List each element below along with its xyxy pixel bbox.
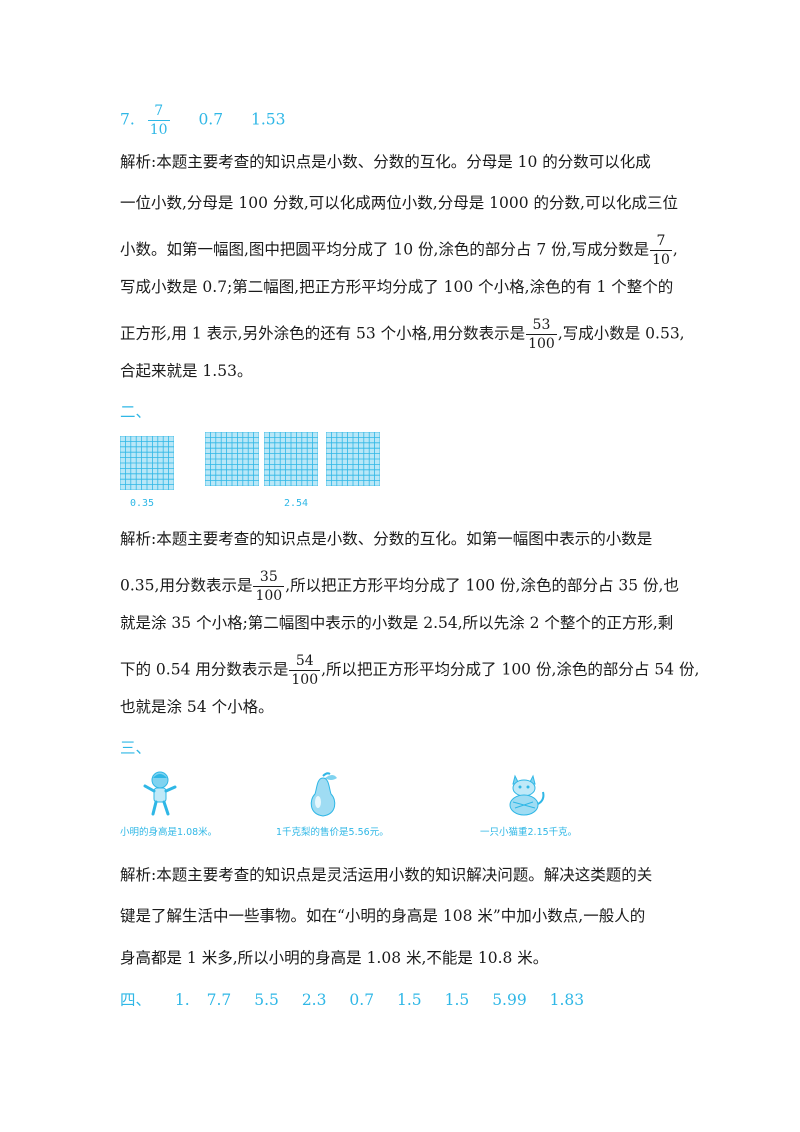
q7-analysis-line-2: 一位小数,分母是 100 分数,可以化成两位小数,分母是 1000 的分数,可以… xyxy=(120,194,678,212)
boy-illustration-icon xyxy=(143,771,177,816)
section-4-answers: 四、 1. 7.7 5.5 2.3 0.7 1.5 1.5 5.99 1.83 xyxy=(120,990,584,1010)
q7-analysis-line-1: 解析:本题主要考查的知识点是小数、分数的互化。分母是 10 的分数可以化成 xyxy=(120,153,651,171)
s4-answer: 1.5 xyxy=(444,991,470,1009)
s4-answer: 0.7 xyxy=(349,991,375,1009)
caption-cat-weight: 一只小猫重2.15千克。 xyxy=(480,827,578,838)
caption-boy-height: 小明的身高是1.08米。 xyxy=(120,827,218,838)
section-3-heading: 三、 xyxy=(120,739,152,757)
s4-answer: 2.3 xyxy=(301,991,327,1009)
s3-analysis-line-1: 解析:本题主要考查的知识点是灵活运用小数的知识解决问题。解决这类题的关 xyxy=(120,866,653,884)
s4-answer: 1.5 xyxy=(397,991,422,1009)
section-2-heading: 二、 xyxy=(120,403,152,421)
s4-answer: 5.5 xyxy=(254,991,279,1009)
s4-answer: 7.7 xyxy=(206,991,232,1009)
s3-analysis-line-3: 身高都是 1 米多,所以小明的身高是 1.08 米,不能是 10.8 米。 xyxy=(120,949,549,967)
s4-answer: 1. xyxy=(174,991,190,1009)
q7-fraction: 7 10 xyxy=(147,103,170,138)
section-4-heading: 四、 xyxy=(120,991,152,1009)
s3-analysis-line-2: 键是了解生活中一些事物。如在“小明的身高是 108 米”中加小数点,一般人的 xyxy=(120,907,646,925)
q7-answer-total: 1.53 xyxy=(250,110,286,129)
grid-figure-0-35 xyxy=(120,436,174,490)
grid-figure-2-54-b xyxy=(264,432,318,486)
q7-number: 7. xyxy=(120,110,135,129)
q7-answer-decimal: 0.7 xyxy=(198,110,224,129)
grid-figure-2-54-a xyxy=(205,432,259,486)
s2-analysis-line-5: 也就是涂 54 个小格。 xyxy=(120,698,274,716)
s2-analysis-line-3: 就是涂 35 个小格;第二幅图中表示的小数是 2.54,所以先涂 2 个整个的正… xyxy=(120,614,674,632)
s2-analysis-line-1: 解析:本题主要考查的知识点是小数、分数的互化。如第一幅图中表示的小数是 xyxy=(120,530,653,548)
s4-answer: 1.83 xyxy=(549,991,585,1009)
q7-analysis-line-6: 合起来就是 1.53。 xyxy=(120,362,253,380)
q7-answer-line: 7. 7 10 0.7 1.53 xyxy=(120,104,285,137)
cat-illustration-icon xyxy=(509,774,545,816)
pear-illustration-icon xyxy=(310,772,337,817)
q7-analysis-line-4: 写成小数是 0.7;第二幅图,把正方形平均分成了 100 个小格,涂色的有 1 … xyxy=(120,278,674,296)
caption-pear-price: 1千克梨的售价是5.56元。 xyxy=(276,827,389,838)
q7-analysis-line-3: 小数。如第一幅图,图中把圆平均分成了 10 份,涂色的部分占 7 份,写成分数是… xyxy=(120,233,678,268)
q7-fraction-denominator: 10 xyxy=(147,120,170,138)
s4-answer: 5.99 xyxy=(492,991,527,1009)
grid-label-0-35: 0.35 xyxy=(130,498,155,509)
q7-fraction-numerator: 7 xyxy=(154,103,164,119)
grid-figure-2-54-c xyxy=(326,432,380,486)
grid-label-2-54: 2.54 xyxy=(284,498,309,509)
